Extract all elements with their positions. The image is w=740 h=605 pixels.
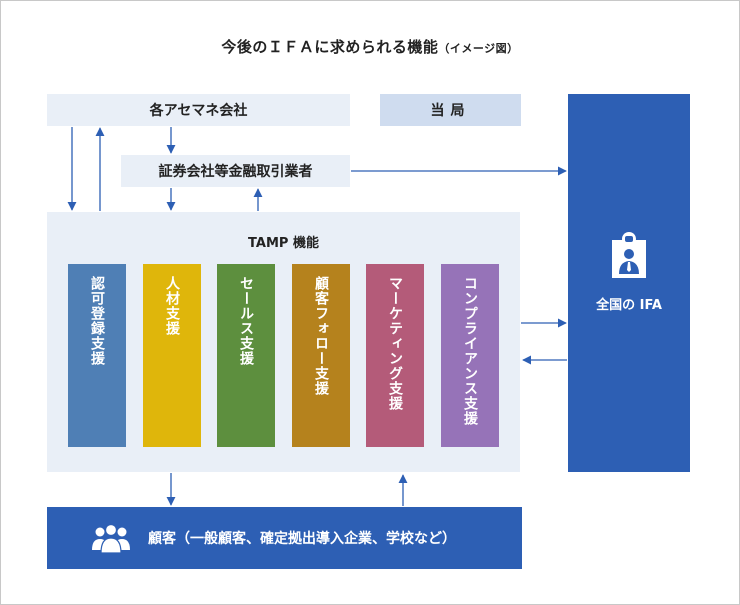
title-main: 今後のＩＦＡに求められる機能 [221, 38, 439, 56]
authority-box: 当局 [380, 94, 521, 126]
person-badge-icon [612, 232, 646, 278]
securities-box: 証券会社等金融取引業者 [121, 155, 350, 187]
diagram-title: 今後のＩＦＡに求められる機能（イメージ図） [0, 36, 740, 57]
tamp-column-label: コンプライアンス支援 [462, 276, 478, 426]
tamp-column-label: マーケティング支援 [387, 276, 403, 411]
tamp-column-registration: 認可登録支援 [68, 264, 126, 447]
people-group-icon [92, 523, 130, 554]
tamp-column-label: セールス支援 [238, 276, 254, 366]
authority-label: 当局 [430, 103, 471, 119]
ifa-box [568, 94, 690, 472]
tamp-label: TAMP 機能 [248, 236, 319, 251]
tamp-column-sales: セールス支援 [217, 264, 275, 447]
tamp-column-customer-follow: 顧客フォロー支援 [292, 264, 350, 447]
tamp-column-marketing: マーケティング支援 [366, 264, 424, 447]
tamp-column-label: 人材支援 [164, 276, 180, 336]
tamp-column-label: 認可登録支援 [89, 276, 105, 366]
tamp-column-compliance: コンプライアンス支援 [441, 264, 499, 447]
tamp-column-label: 顧客フォロー支援 [313, 276, 329, 396]
tamp-column-hr: 人材支援 [143, 264, 201, 447]
title-sub: （イメージ図） [438, 42, 519, 55]
ifa-label: 全国の IFA [596, 298, 662, 313]
customer-box [47, 507, 522, 569]
securities-label: 証券会社等金融取引業者 [158, 164, 313, 180]
asset-managers-box: 各アセマネ会社 [47, 94, 350, 126]
customer-label: 顧客（一般顧客、確定拠出導入企業、学校など） [148, 531, 456, 547]
asset-managers-label: 各アセマネ会社 [149, 103, 248, 119]
